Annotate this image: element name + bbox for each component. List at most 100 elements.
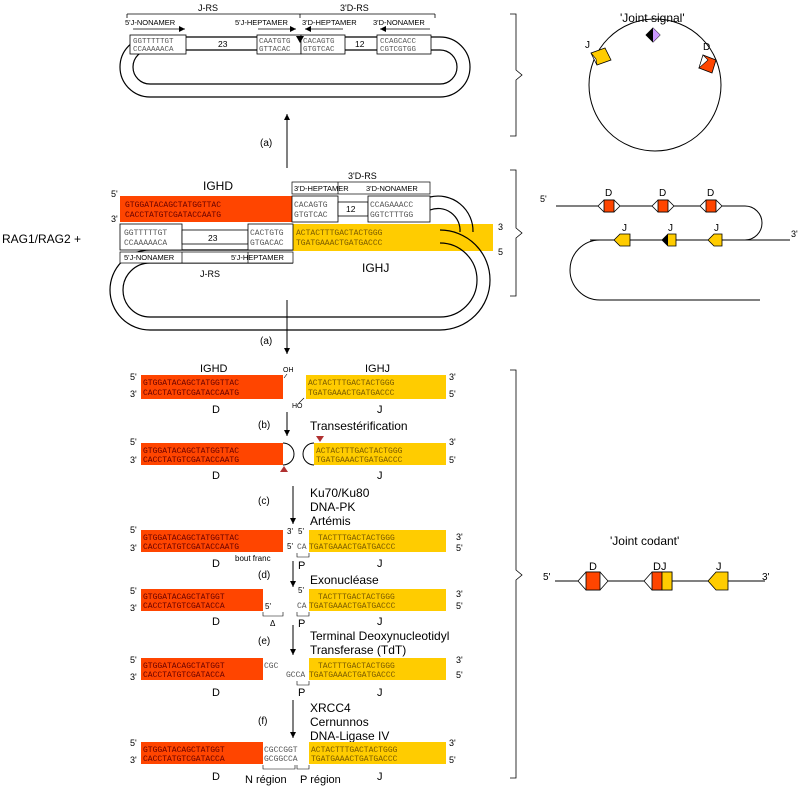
- stepc-p: P: [298, 560, 305, 572]
- stepe-d-bot: CACCTATGTCGATACCA: [143, 671, 225, 680]
- germline-d-label-2: D: [659, 188, 666, 199]
- r6-j: J: [377, 771, 383, 783]
- stepc-3: 3': [287, 527, 293, 536]
- step-d-label: (d): [258, 570, 270, 581]
- step-d-enzyme: Exonucléase: [310, 573, 379, 587]
- stepb-cut-mark-top: [316, 436, 324, 442]
- brace-middle: [510, 169, 523, 297]
- stepc-d-bot: CACCTATGTCGATACCAATG: [143, 543, 239, 552]
- joint-signal-d-label: D: [703, 42, 710, 53]
- r2-d: D: [212, 470, 220, 482]
- stepe-d-top: GTGGATACAGCTATGGT: [143, 662, 225, 671]
- stepd-p: P: [298, 618, 305, 630]
- top-j-nonamer-label: 5'J-NONAMER: [125, 18, 176, 27]
- stepd-p-bases: CA: [297, 602, 307, 611]
- top-d-heptamer-box: [300, 34, 346, 55]
- ighj-segment: [293, 224, 473, 251]
- step-c-row: GTGGATACAGCTATGGTTAC CACCTATGTCGATACCAAT…: [141, 527, 446, 572]
- mid-spacer-12: 12: [346, 204, 356, 214]
- stepf-j-top: ACTACTTTGACTACTGGG: [311, 746, 398, 755]
- joint-signal-figure: 'Joint signal' J D: [585, 11, 722, 152]
- row-end-labels: 5' 3' 3' 5' 5' 3' 3' 5' 5' 3' 3' 5' 5' 3…: [130, 372, 463, 765]
- stepd-5j: 5': [298, 586, 304, 595]
- stepb-d-top: GTGGATACAGCTATGGTTAC: [143, 447, 239, 456]
- step-b-enzyme: Transestérification: [310, 419, 408, 433]
- top-jnon-seq-2: CCAAAAACA: [133, 46, 174, 54]
- brace-top: [510, 13, 523, 137]
- step-f-enzyme-2: Cernunnos: [310, 715, 369, 729]
- step-e-enzyme-1: Terminal Deoxynucleotidyl: [310, 629, 449, 643]
- mid-3prime: 3': [111, 214, 118, 224]
- r4-d: D: [212, 616, 220, 628]
- step1-j-top: ACTACTTTGACTACTGGG: [308, 379, 395, 388]
- r5-3: 3': [130, 672, 137, 682]
- top-dhep-seq-2: GTGTCAC: [303, 46, 335, 54]
- joint-signal-title: 'Joint signal': [620, 11, 685, 25]
- r4-3: 3': [130, 603, 137, 613]
- top-j-rs-label: J-RS: [198, 3, 218, 13]
- germline-j-segments: J J J: [613, 223, 723, 247]
- step-b-label: (b): [258, 420, 270, 431]
- stepb-cut-mark-bottom: [280, 466, 288, 472]
- stepb-j-bot: TGATGAAACTGATGACCC: [316, 456, 403, 465]
- top-d-nonamer-label: 3'D-NONAMER: [373, 18, 425, 27]
- r4-3b: 3': [456, 589, 463, 599]
- mid-j-nonamer-label: 5'J-NONAMER: [124, 253, 175, 262]
- top-spacer-23: 23: [218, 39, 228, 49]
- germline-d-segments: D D D: [597, 188, 723, 213]
- r3-5: 5': [130, 525, 137, 535]
- r6-d: D: [212, 771, 220, 783]
- step-c-enzyme-3: Artémis: [310, 514, 351, 528]
- mid-jnon-1: GGTTTTTGT: [124, 229, 167, 238]
- step-a-label-lower: (a): [260, 336, 272, 347]
- mid-dhep-2: GTGTCAC: [294, 211, 328, 220]
- mid-d-nonamer-label: 3'D-NONAMER: [366, 184, 418, 193]
- stepf-d-top: GTGGATACAGCTATGGT: [143, 746, 225, 755]
- step-f-row: GTGGATACAGCTATGGT CACCTATGTCGATACCA CGCC…: [141, 742, 446, 786]
- germline-3prime: 3': [791, 229, 798, 239]
- joint-codant-dj: DJ: [653, 561, 666, 573]
- stepf-n-region: N région: [245, 774, 287, 786]
- stepf-mid-top: CGCCGGT: [264, 746, 298, 755]
- step1-ighd: IGHD: [200, 363, 228, 375]
- top-spacer-12: 12: [355, 39, 365, 49]
- r1-3b: 3': [449, 372, 456, 382]
- germline-d-label-3: D: [707, 188, 714, 199]
- stepd-delta: Δ: [270, 619, 276, 628]
- r2-5b: 5': [449, 455, 456, 465]
- top-jnon-seq-1: GGTTTTTGT: [133, 38, 174, 46]
- step-c-label: (c): [258, 496, 270, 507]
- mid-d-top: GTGGATACAGCTATGGTTAC: [125, 201, 221, 210]
- step-f-label: (f): [258, 716, 267, 727]
- stepc-5j: 5': [298, 527, 304, 536]
- stepc-p-bases: CA: [297, 543, 307, 552]
- step-e-label: (e): [258, 636, 270, 647]
- stepd-d-bot: CACCTATGTCGATACCA: [143, 602, 225, 611]
- brace-steps: [510, 369, 523, 779]
- r1-5: 5': [130, 372, 137, 382]
- r5-5b: 5': [456, 670, 463, 680]
- r1-3: 3': [130, 389, 137, 399]
- step1-ighj: IGHJ: [365, 363, 390, 375]
- top-d-rs-label: 3'D-RS: [340, 3, 369, 13]
- row-segment-letters: D J D J D J D J D J D J: [212, 404, 383, 783]
- r2-j: J: [377, 470, 383, 482]
- mid-3: 3: [498, 222, 503, 232]
- step1-ho: HO: [292, 403, 303, 410]
- step-a-label-upper: (a): [260, 138, 272, 149]
- stepc-j-bot: TGATGAAACTGATGACCC: [309, 543, 396, 552]
- stepf-d-bot: CACCTATGTCGATACCA: [143, 755, 225, 764]
- stepc-bout-franc: bout franc: [235, 554, 271, 563]
- top-j-heptamer-label: 5'J-HEPTAMER: [235, 18, 289, 27]
- r5-5: 5': [130, 655, 137, 665]
- r3-d: D: [212, 558, 220, 570]
- step1-j-bot: TGATGAAACTGATGACCC: [308, 389, 395, 398]
- step-cleavage-row: IGHD IGHJ GTGGATACAGCTATGGTTAC CACCTATGT…: [141, 363, 446, 410]
- step1-oh: OH: [283, 367, 294, 374]
- stepe-j-bot: TGATGAAACTGATGACCC: [309, 671, 396, 680]
- mid-d-heptamer-label: 3'D-HEPTAMER: [294, 184, 349, 193]
- stepf-mid-bot: GCGGCCA: [264, 755, 298, 764]
- step-f-enzyme-3: DNA-Ligase IV: [310, 729, 389, 743]
- stepc-j-top: TACTTTGACTACTGGG: [318, 534, 395, 543]
